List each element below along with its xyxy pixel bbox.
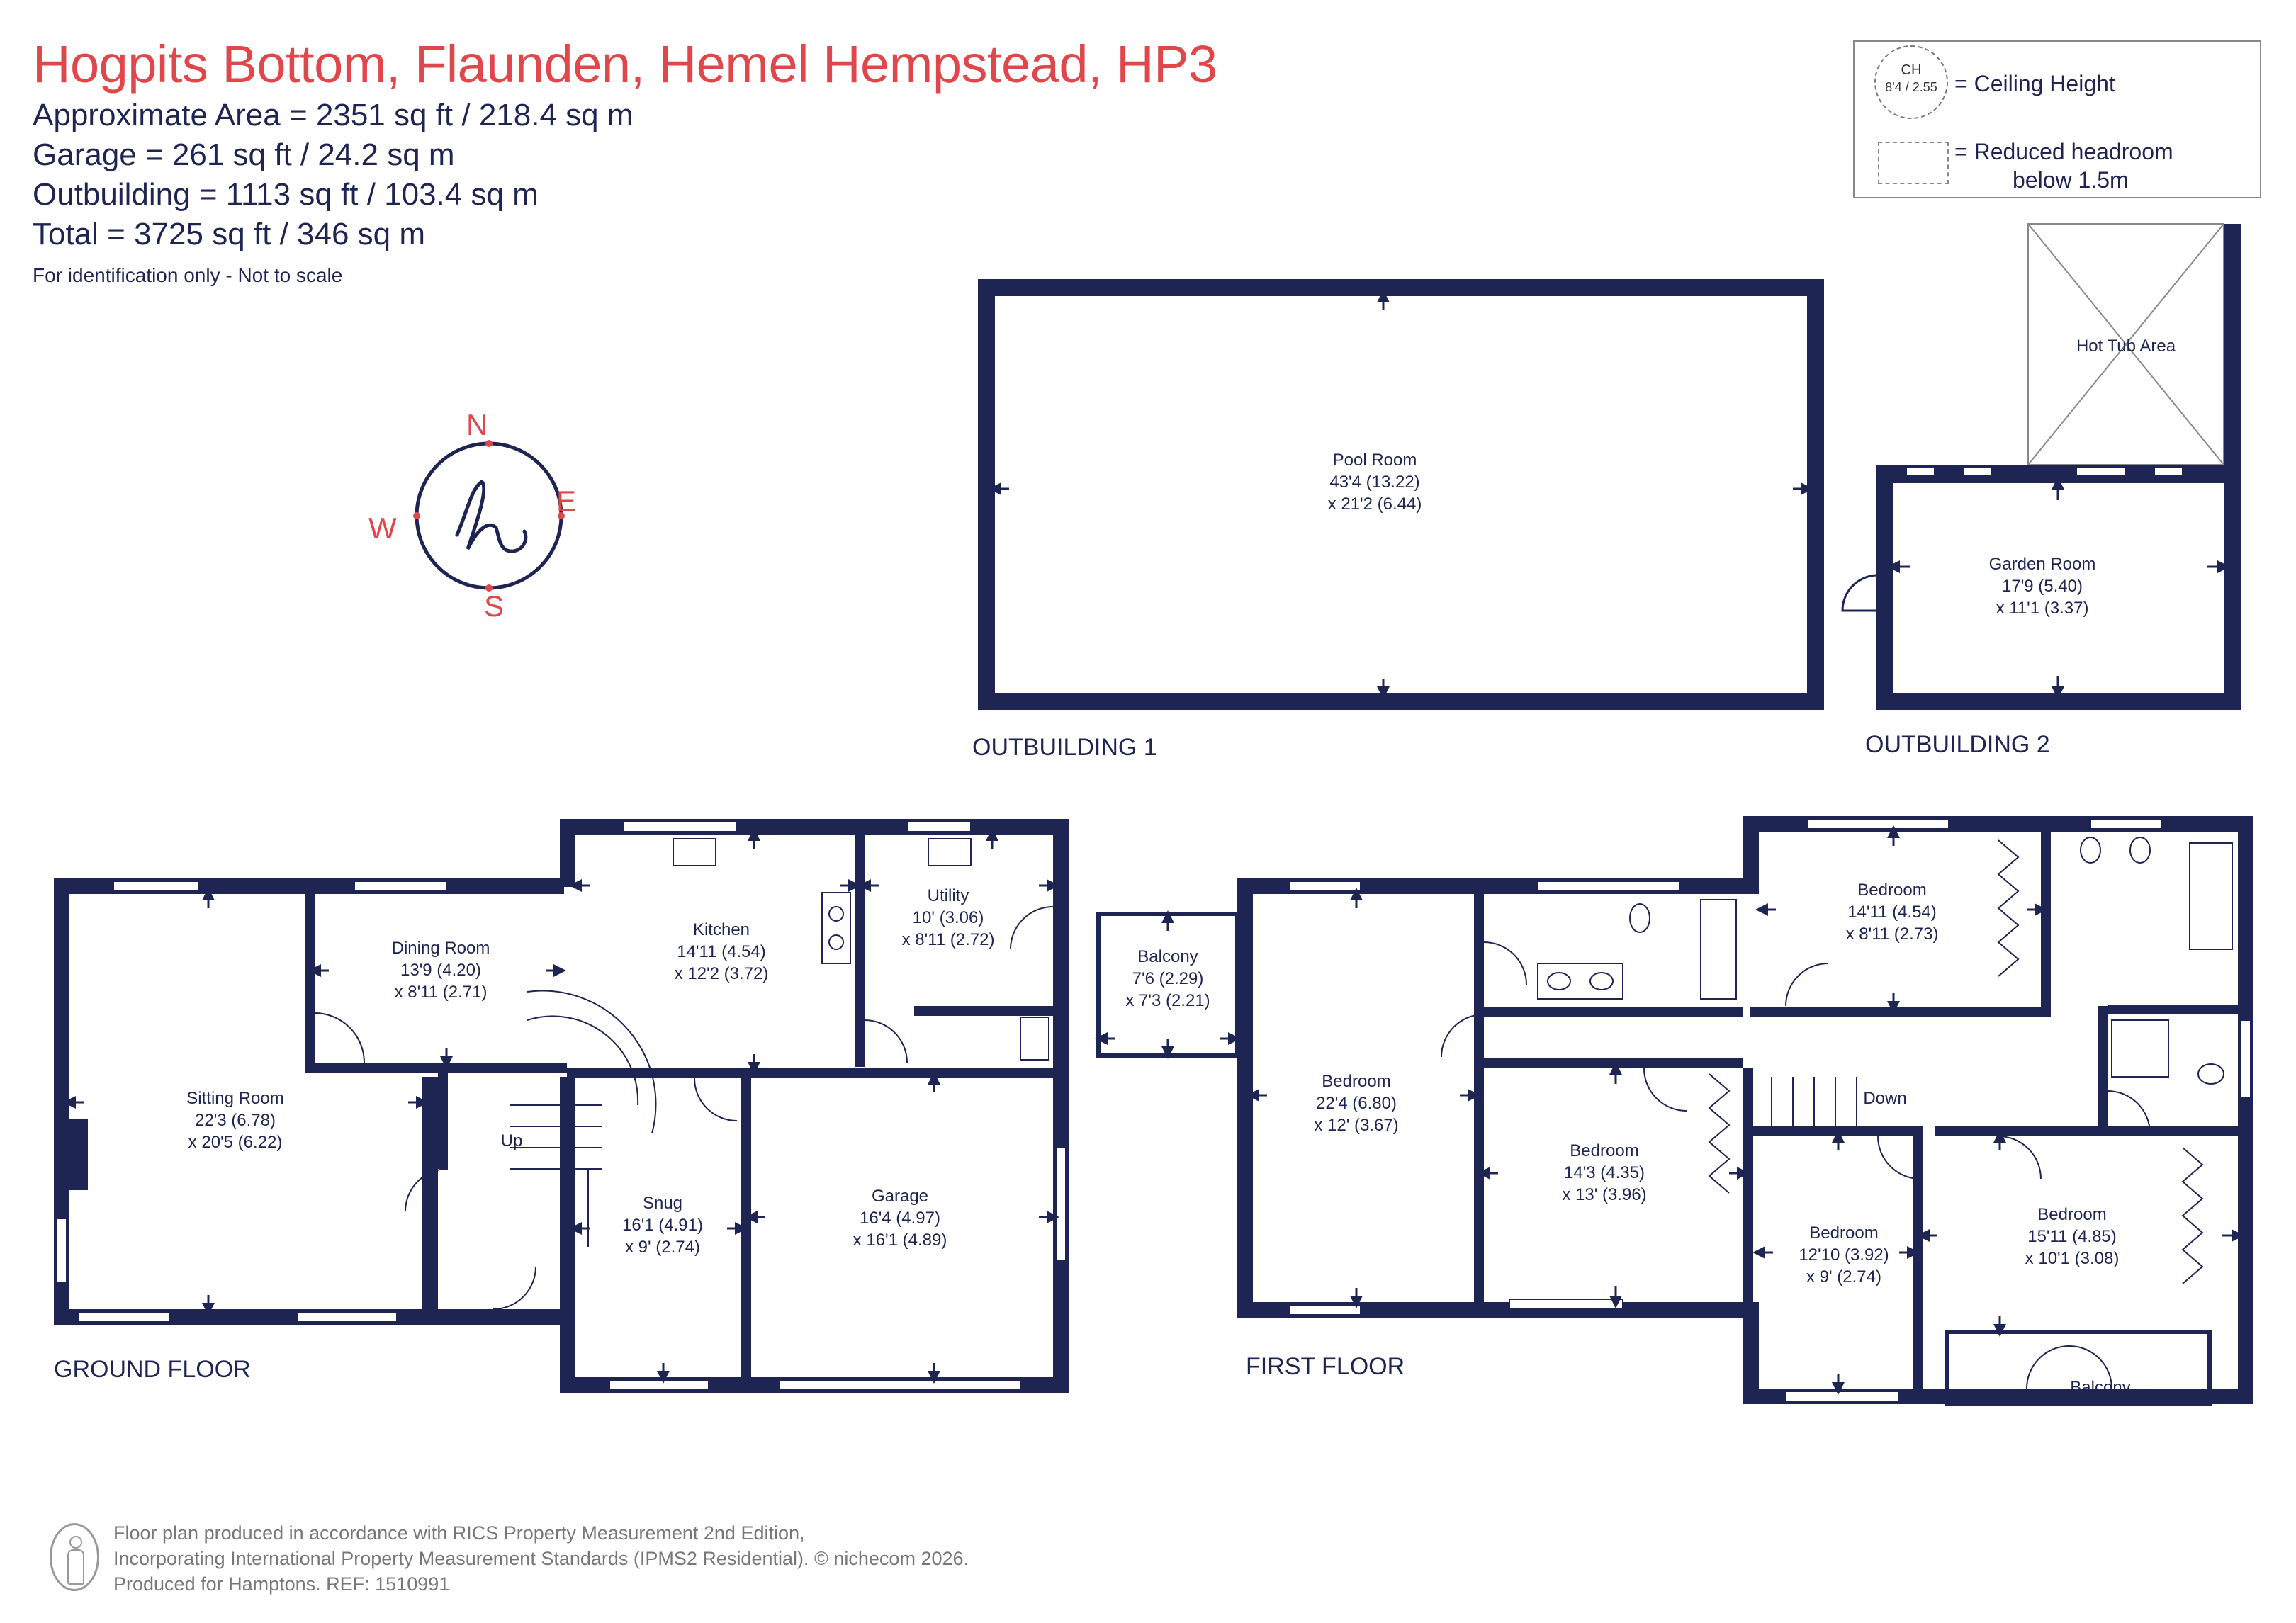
room-dim-bedroom-2-2: x 13' (3.96) <box>1562 1185 1646 1204</box>
room-dim-bedroom-5-2: x 10'1 (3.08) <box>2025 1249 2120 1268</box>
room-name-bedroom-2: Bedroom <box>1570 1141 1638 1160</box>
outbuilding-2: Hot Tub Area Garden Room 17'9 (5.40) x 1… <box>1841 223 2241 758</box>
room-dim-bedroom-4-2: x 9' (2.74) <box>1806 1267 1881 1286</box>
room-dim-bedroom-1-1: 22'4 (6.80) <box>1316 1094 1397 1113</box>
reduced-headroom-symbol <box>1878 142 1949 184</box>
room-dim-garage-2: x 16'1 (4.89) <box>853 1231 947 1250</box>
floor-label-outbuilding-2: OUTBUILDING 2 <box>1865 731 2050 758</box>
garage-area: Garage = 261 sq ft / 24.2 sq m <box>33 137 455 172</box>
room-dim-utility-2: x 8'11 (2.72) <box>902 930 995 949</box>
page-title: Hogpits Bottom, Flaunden, Hemel Hempstea… <box>33 35 1217 94</box>
room-dim-dining-1: 13'9 (4.20) <box>400 961 481 980</box>
room-name-bedroom-4: Bedroom <box>1809 1223 1878 1243</box>
room-name-balcony-2: Balcony <box>2070 1378 2130 1397</box>
room-name-sitting: Sitting Room <box>186 1089 283 1108</box>
room-dim-pool-2: x 21'2 (6.44) <box>1328 494 1422 514</box>
room-dim-balcony-1-2: x 7'3 (2.21) <box>1125 991 1210 1010</box>
ch-value: 8'4 / 2.55 <box>1885 80 1937 94</box>
ch-label: CH <box>1901 62 1922 78</box>
room-dim-bedroom-3-1: 14'11 (4.54) <box>1847 903 1937 922</box>
room-dim-snug-1: 16'1 (4.91) <box>622 1216 703 1235</box>
room-dim-sitting-2: x 20'5 (6.22) <box>188 1133 283 1152</box>
room-name-bedroom-3: Bedroom <box>1857 881 1926 900</box>
compass-north-dot <box>485 440 493 447</box>
room-dim-kitchen-1: 14'11 (4.54) <box>677 942 766 961</box>
room-dim-garden-2: x 11'1 (3.37) <box>1996 599 2089 618</box>
room-dim-bedroom-4-1: 12'10 (3.92) <box>1799 1245 1889 1265</box>
floor-label-ground: GROUND FLOOR <box>54 1356 251 1383</box>
identification-note: For identification only - Not to scale <box>33 264 343 286</box>
approximate-area: Approximate Area = 2351 sq ft / 218.4 sq… <box>33 98 634 132</box>
room-name-balcony-1: Balcony <box>1137 947 1198 966</box>
compass-w: W <box>368 511 397 545</box>
room-dim-snug-2: x 9' (2.74) <box>625 1238 700 1257</box>
compass-ring <box>415 441 563 590</box>
floor-label-first: FIRST FLOOR <box>1246 1353 1405 1380</box>
room-name-pool: Pool Room <box>1333 451 1417 470</box>
room-dim-bedroom-2-1: 14'3 (4.35) <box>1564 1163 1645 1182</box>
outbuilding-area: Outbuilding = 1113 sq ft / 103.4 sq m <box>33 177 539 212</box>
room-name-hot-tub: Hot Tub Area <box>2076 337 2176 356</box>
compass-s: S <box>484 589 504 623</box>
footer: Floor plan produced in accordance with R… <box>113 1520 969 1597</box>
ground-floor: Sitting Room 22'3 (6.78) x 20'5 (6.22) D… <box>54 819 1069 1393</box>
footer-line-1: Floor plan produced in accordance with R… <box>113 1522 805 1544</box>
room-name-snug: Snug <box>643 1194 682 1213</box>
room-name-bedroom-5: Bedroom <box>2037 1205 2106 1224</box>
room-dim-balcony-1-1: 7'6 (2.29) <box>1132 969 1204 988</box>
room-dim-bedroom-5-1: 15'11 (4.85) <box>2027 1227 2117 1246</box>
total-area: Total = 3725 sq ft / 346 sq m <box>33 217 425 251</box>
room-dim-kitchen-2: x 12'2 (3.72) <box>675 964 769 983</box>
room-name-utility: Utility <box>928 886 969 905</box>
stairs-down-label: Down <box>1863 1089 1906 1108</box>
legend-ceiling-height: = Ceiling Height <box>1954 71 2115 96</box>
outbuilding-1: Pool Room 43'4 (13.22) x 21'2 (6.44) OUT… <box>972 279 1824 761</box>
compass-east-dot <box>558 512 565 519</box>
floor-label-outbuilding-1: OUTBUILDING 1 <box>972 734 1157 761</box>
footer-line-3: Produced for Hamptons. REF: 1510991 <box>113 1573 450 1595</box>
room-name-garage: Garage <box>872 1187 928 1206</box>
legend-reduced-headroom: = Reduced headroom <box>1954 139 2173 164</box>
legend-box <box>1853 40 2261 198</box>
room-dim-dining-2: x 8'11 (2.71) <box>395 983 488 1002</box>
room-dim-bedroom-1-2: x 12' (3.67) <box>1314 1116 1398 1135</box>
room-dim-bedroom-3-2: x 8'11 (2.73) <box>1846 924 1939 944</box>
stairs-up-label: Up <box>501 1131 523 1150</box>
room-dim-pool-1: 43'4 (13.22) <box>1329 473 1419 492</box>
compass: N E S W <box>368 408 576 623</box>
person-icon <box>50 1523 99 1591</box>
compass-west-dot <box>413 512 420 519</box>
compass-south-dot <box>485 584 493 592</box>
compass-n: N <box>466 408 488 441</box>
ceiling-height-symbol: CH 8'4 / 2.55 <box>1874 45 1948 119</box>
first-floor: Balcony 7'6 (2.29) x 7'3 (2.21) Bedroom … <box>1095 816 2253 1406</box>
footer-line-2: Incorporating International Property Mea… <box>113 1548 969 1569</box>
compass-logo-icon <box>455 479 528 553</box>
room-name-kitchen: Kitchen <box>693 920 750 939</box>
room-name-bedroom-1: Bedroom <box>1322 1072 1390 1091</box>
compass-e: E <box>556 485 576 518</box>
room-name-garden: Garden Room <box>1989 555 2096 574</box>
room-dim-garage-1: 16'4 (4.97) <box>860 1209 940 1228</box>
legend-below-1-5m: below 1.5m <box>2013 167 2129 193</box>
room-dim-sitting-1: 22'3 (6.78) <box>195 1111 276 1130</box>
room-name-dining: Dining Room <box>392 939 490 958</box>
room-dim-garden-1: 17'9 (5.40) <box>2002 577 2083 596</box>
room-dim-utility-1: 10' (3.06) <box>913 908 984 927</box>
